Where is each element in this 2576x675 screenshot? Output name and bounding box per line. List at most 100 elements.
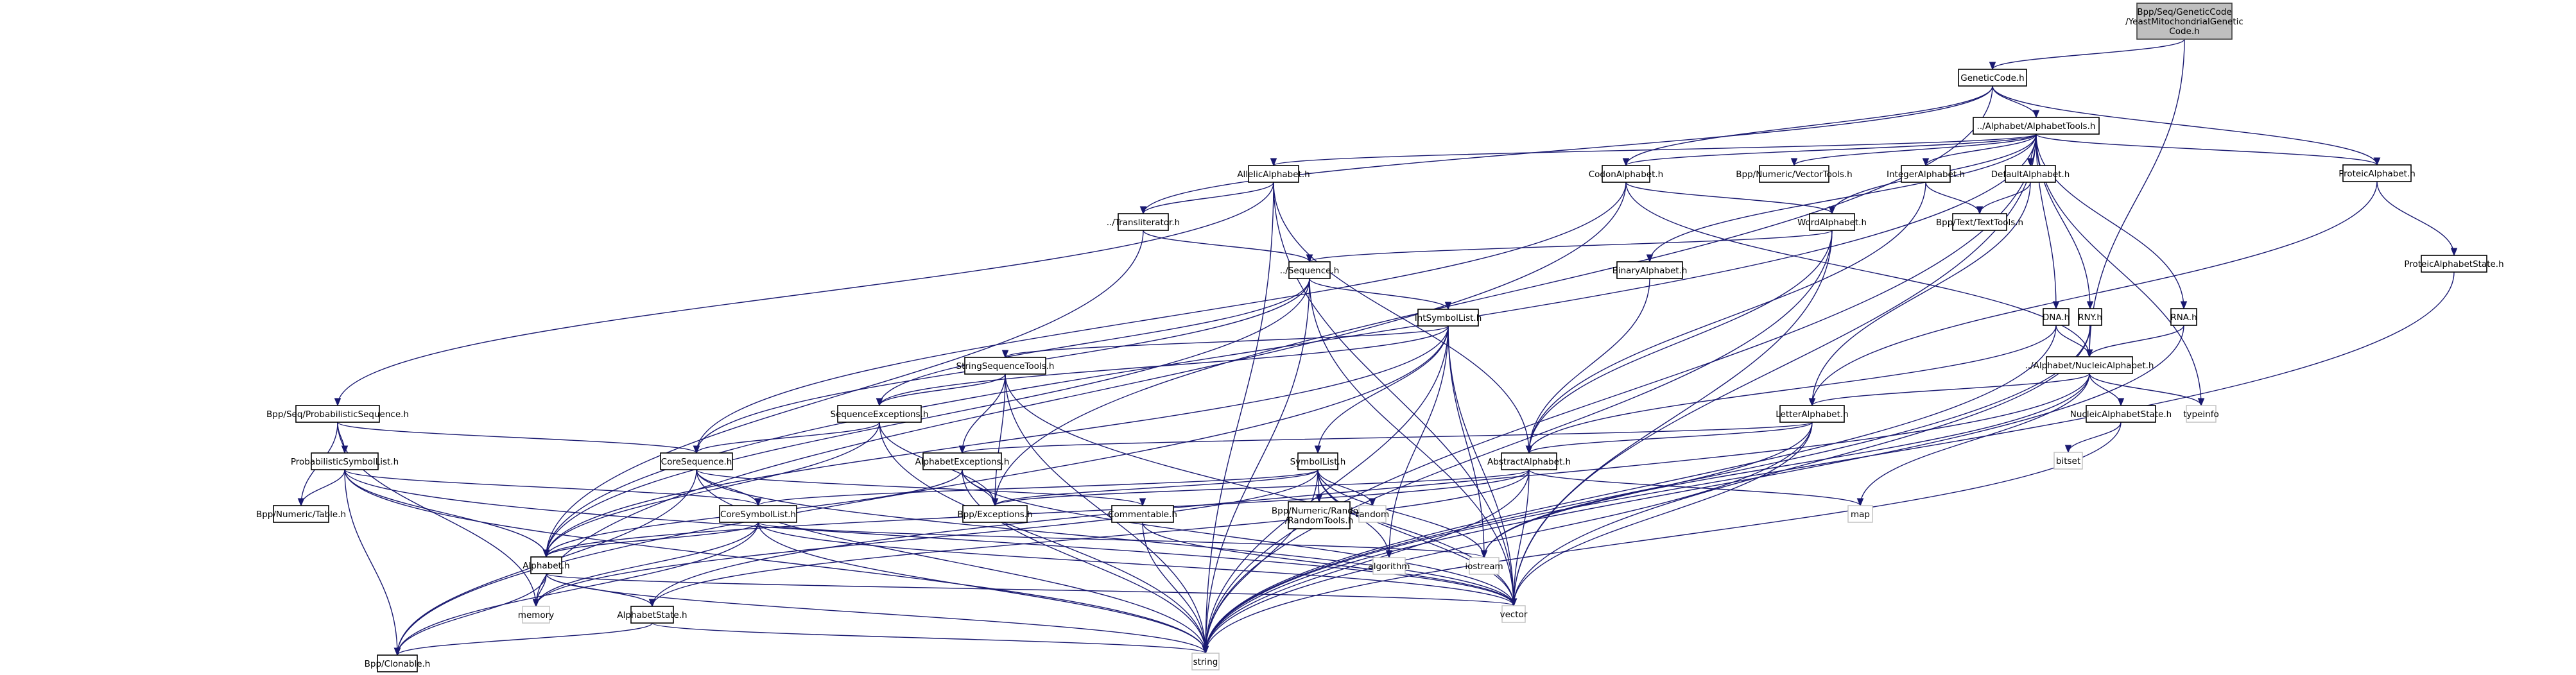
- node-box[interactable]: [1501, 452, 1557, 470]
- edge-symbol-list-to-random: [1317, 469, 1373, 506]
- node-proteic-alphabet[interactable]: ProteicAlphabet.h: [2338, 164, 2416, 182]
- edge-sequence-to-int-symbol-list: [1309, 278, 1449, 310]
- node-label: Bpp/Numeric/Table.h: [256, 509, 346, 520]
- node-box[interactable]: [1759, 165, 1829, 183]
- node-box[interactable]: [1952, 213, 2007, 231]
- edge-abstract-alphabet-to-alphabet: [546, 469, 1530, 558]
- node-rny[interactable]: RNY.h: [2078, 308, 2102, 326]
- node-rna[interactable]: RNA.h: [2170, 308, 2197, 326]
- node-sequence[interactable]: ../Sequence.h: [1280, 261, 1340, 279]
- node-alphabet[interactable]: Alphabet.h: [523, 556, 570, 574]
- edge-int-symbol-list-to-string: [1205, 325, 1449, 654]
- node-box[interactable]: [1288, 501, 1351, 529]
- node-box[interactable]: [630, 606, 674, 624]
- node-box[interactable]: [2078, 308, 2102, 326]
- node-box[interactable]: [719, 505, 797, 523]
- node-sequence-exceptions[interactable]: SequenceExceptions.h: [831, 405, 929, 423]
- node-box[interactable]: [1288, 261, 1331, 279]
- node-box[interactable]: [311, 452, 379, 470]
- node-alphabet-tools[interactable]: ../Alphabet/AlphabetTools.h: [1973, 117, 2100, 135]
- node-nucleic-alphabet-state[interactable]: NucleicAlphabetState.h: [2070, 405, 2172, 423]
- node-box[interactable]: [1616, 261, 1683, 279]
- node-box[interactable]: [2421, 255, 2487, 273]
- node-box[interactable]: [964, 357, 1046, 375]
- node-proteic-alphabet-state[interactable]: ProteicAlphabetState.h: [2404, 255, 2504, 273]
- edge-probabilistic-symbol-list-to-string: [344, 469, 1206, 654]
- node-binary-alphabet[interactable]: BinaryAlphabet.h: [1612, 261, 1688, 279]
- node-string-sequence-tools[interactable]: StringSequenceTools.h: [956, 357, 1055, 375]
- arrowhead-icon: [1139, 206, 1147, 215]
- node-box[interactable]: [1111, 505, 1174, 523]
- node-alphabet-exceptions[interactable]: AlphabetExceptions.h: [915, 452, 1010, 470]
- node-box[interactable]: [1973, 117, 2100, 135]
- node-box[interactable]: [1809, 213, 1855, 231]
- node-box[interactable]: [962, 505, 1028, 523]
- node-dna[interactable]: DNA.h: [2043, 308, 2070, 326]
- node-clonable[interactable]: Bpp/Clonable.h: [365, 654, 431, 672]
- node-allelic-alphabet[interactable]: AllelicAlphabet.h: [1237, 165, 1310, 183]
- arrowhead-icon: [2117, 398, 2125, 407]
- node-letter-alphabet[interactable]: LetterAlphabet.h: [1776, 405, 1849, 423]
- node-box[interactable]: [273, 505, 329, 523]
- edge-dna-to-nucleic-alphabet: [2055, 325, 2090, 357]
- node-box: [1847, 505, 1873, 523]
- node-label: AlphabetState.h: [617, 610, 687, 620]
- node-default-alphabet[interactable]: DefaultAlphabet.h: [1991, 165, 2070, 183]
- node-box[interactable]: [2086, 405, 2156, 423]
- node-vector-tools[interactable]: Bpp/Numeric/VectorTools.h: [1736, 165, 1853, 183]
- edge-nucleic-alphabet-to-letter-alphabet: [1811, 373, 2090, 406]
- node-box[interactable]: [922, 452, 1002, 470]
- arrowhead-icon: [1808, 398, 1816, 407]
- node-box[interactable]: [2046, 356, 2133, 374]
- node-core-symbol-list[interactable]: CoreSymbolList.h: [719, 505, 797, 523]
- node-box[interactable]: [530, 556, 562, 574]
- edge-alphabet-tools-to-rna: [2036, 133, 2184, 309]
- node-box[interactable]: [2043, 308, 2070, 326]
- edge-nucleic-alphabet-to-map: [1860, 373, 2090, 506]
- node-box[interactable]: [2342, 164, 2412, 182]
- edge-probabilistic-symbol-list-to-clonable: [344, 469, 398, 656]
- node-genetic-code[interactable]: GeneticCode.h: [1958, 69, 2027, 87]
- node-nucleic-alphabet[interactable]: ../Alphabet/NucleicAlphabet.h: [2025, 356, 2154, 374]
- node-box[interactable]: [1417, 309, 1479, 327]
- nodes-layer: Bpp/Seq/GeneticCode/YeastMitochondrialGe…: [256, 3, 2504, 672]
- node-box[interactable]: [1901, 165, 1951, 183]
- node-codon-alphabet[interactable]: CodonAlphabet.h: [1589, 165, 1663, 183]
- node-core-sequence[interactable]: CoreSequence.h: [660, 452, 733, 470]
- edge-rny-to-string: [1205, 325, 2091, 654]
- node-alphabet-state[interactable]: AlphabetState.h: [617, 606, 687, 624]
- node-box[interactable]: [2170, 308, 2197, 326]
- node-commentable[interactable]: Commentable.h: [1108, 505, 1177, 523]
- node-box[interactable]: [1118, 213, 1169, 231]
- node-box[interactable]: [377, 654, 418, 672]
- node-exceptions[interactable]: Bpp/Exceptions.h: [957, 505, 1033, 523]
- node-box[interactable]: [1248, 165, 1299, 183]
- node-box[interactable]: [1779, 405, 1845, 423]
- node-int-symbol-list[interactable]: IntSymbolList.h: [1415, 309, 1482, 327]
- node-label: random: [1356, 509, 1389, 520]
- node-probabilistic-sequence[interactable]: Bpp/Seq/ProbabilisticSequence.h: [266, 405, 409, 423]
- node-box[interactable]: [1958, 69, 2027, 87]
- node-text-tools[interactable]: Bpp/Text/TextTools.h: [1936, 213, 2023, 231]
- node-abstract-alphabet[interactable]: AbstractAlphabet.h: [1487, 452, 1571, 470]
- node-random-tools[interactable]: Bpp/Numeric/Random/RandomTools.h: [1272, 501, 1367, 529]
- node-box[interactable]: [2005, 165, 2056, 183]
- node-string: string: [1191, 653, 1220, 671]
- node-probabilistic-symbol-list[interactable]: ProbabilisticSymbolList.h: [291, 452, 399, 470]
- node-box[interactable]: [295, 405, 380, 423]
- node-box[interactable]: [660, 452, 733, 470]
- node-box[interactable]: [837, 405, 922, 423]
- node-root[interactable]: Bpp/Seq/GeneticCode/YeastMitochondrialGe…: [2125, 3, 2243, 40]
- edge-letter-alphabet-to-abstract-alphabet: [1528, 422, 1813, 454]
- node-word-alphabet[interactable]: WordAlphabet.h: [1797, 213, 1867, 231]
- node-transliterator[interactable]: ../Transliterator.h: [1107, 213, 1180, 231]
- node-symbol-list[interactable]: SymbolList.h: [1290, 452, 1346, 470]
- node-box[interactable]: [1297, 452, 1338, 470]
- node-box[interactable]: [2136, 3, 2233, 40]
- node-integer-alphabet[interactable]: IntegerAlphabet.h: [1887, 165, 1965, 183]
- edge-alphabet-exceptions-to-string: [962, 469, 1206, 654]
- edge-dna-to-string: [1205, 325, 2057, 654]
- node-table[interactable]: Bpp/Numeric/Table.h: [256, 505, 346, 523]
- arrowhead-icon: [2032, 110, 2040, 119]
- node-box[interactable]: [1602, 165, 1650, 183]
